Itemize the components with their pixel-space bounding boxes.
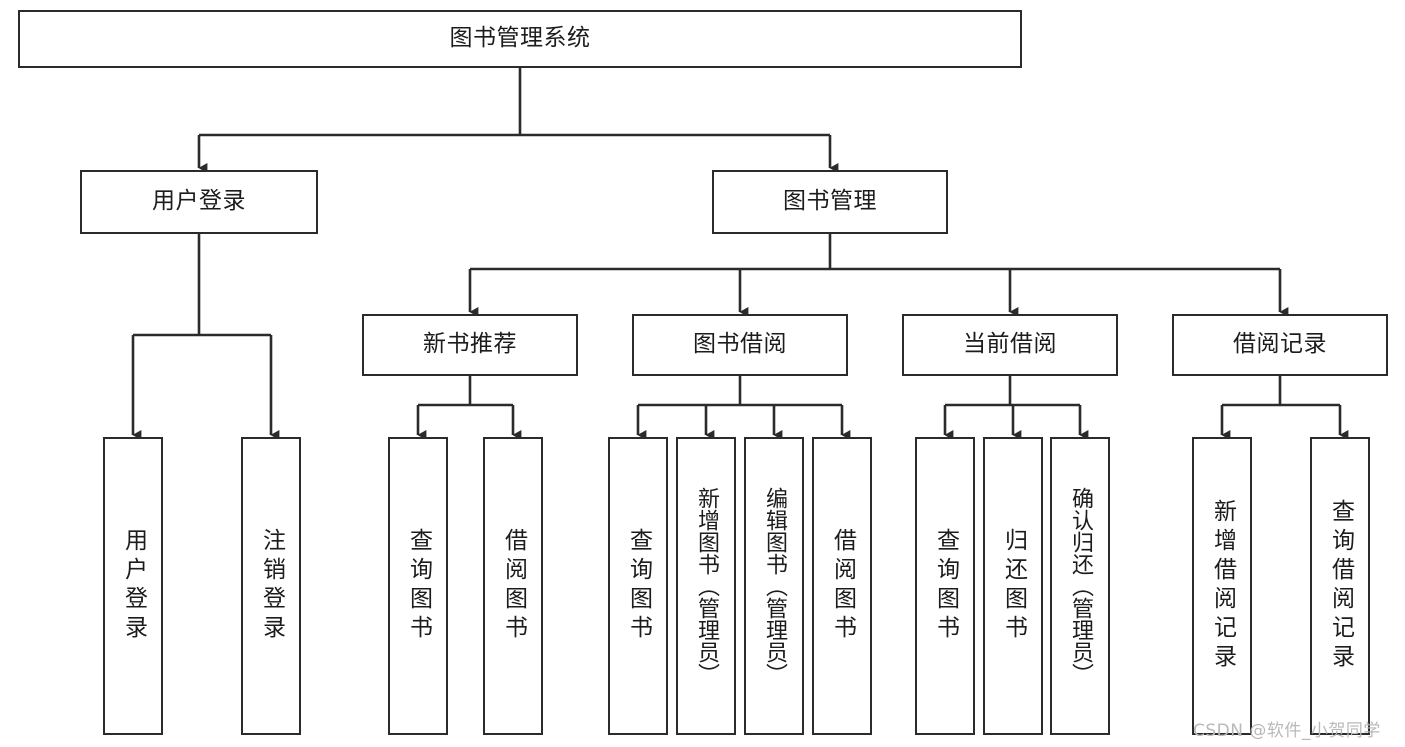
leaf-borrow-borrow-book[interactable]: 借阅图书 xyxy=(812,437,872,735)
node-new-book-recommend[interactable]: 新书推荐 xyxy=(362,314,578,376)
node-label: 新增图书（管理员） xyxy=(694,487,719,685)
leaf-user-login-login[interactable]: 用户登录 xyxy=(103,437,163,735)
node-label: 查询图书 xyxy=(932,528,959,644)
leaf-current-query-book[interactable]: 查询图书 xyxy=(915,437,975,735)
node-label: 新书推荐 xyxy=(423,331,517,358)
node-label: 用户登录 xyxy=(120,528,147,644)
node-label: 新增借阅记录 xyxy=(1209,499,1236,673)
node-book-borrow[interactable]: 图书借阅 xyxy=(632,314,848,376)
node-label: 编辑图书（管理员） xyxy=(762,487,787,685)
node-user-login[interactable]: 用户登录 xyxy=(80,170,318,234)
leaf-borrow-add-book-admin[interactable]: 新增图书（管理员） xyxy=(676,437,736,735)
node-label: 当前借阅 xyxy=(963,331,1057,358)
node-label: 借阅图书 xyxy=(829,528,856,644)
node-root-system[interactable]: 图书管理系统 xyxy=(18,10,1022,68)
node-label: 图书管理系统 xyxy=(449,25,591,52)
leaf-current-return-book[interactable]: 归还图书 xyxy=(983,437,1043,735)
node-label: 确认归还（管理员） xyxy=(1068,487,1093,685)
node-label: 图书借阅 xyxy=(693,331,787,358)
watermark-text: CSDN @软件_小贺同学 xyxy=(1193,721,1381,741)
node-current-borrow[interactable]: 当前借阅 xyxy=(902,314,1118,376)
node-label: 注销登录 xyxy=(258,528,285,644)
node-borrow-record[interactable]: 借阅记录 xyxy=(1172,314,1388,376)
leaf-recommend-borrow-book[interactable]: 借阅图书 xyxy=(483,437,543,735)
leaf-record-query-record[interactable]: 查询借阅记录 xyxy=(1310,437,1370,735)
leaf-current-confirm-return-admin[interactable]: 确认归还（管理员） xyxy=(1050,437,1110,735)
node-label: 借阅记录 xyxy=(1233,331,1327,358)
node-label: 查询图书 xyxy=(405,528,432,644)
leaf-borrow-edit-book-admin[interactable]: 编辑图书（管理员） xyxy=(744,437,804,735)
leaf-borrow-query-book[interactable]: 查询图书 xyxy=(608,437,668,735)
node-label: 查询图书 xyxy=(625,528,652,644)
node-book-management[interactable]: 图书管理 xyxy=(712,170,948,234)
node-label: 归还图书 xyxy=(1000,528,1027,644)
leaf-recommend-query-book[interactable]: 查询图书 xyxy=(388,437,448,735)
leaf-user-login-logout[interactable]: 注销登录 xyxy=(241,437,301,735)
node-label: 图书管理 xyxy=(783,188,877,215)
node-label: 借阅图书 xyxy=(500,528,527,644)
node-label: 用户登录 xyxy=(152,188,246,215)
node-label: 查询借阅记录 xyxy=(1327,499,1354,673)
leaf-record-add-record[interactable]: 新增借阅记录 xyxy=(1192,437,1252,735)
